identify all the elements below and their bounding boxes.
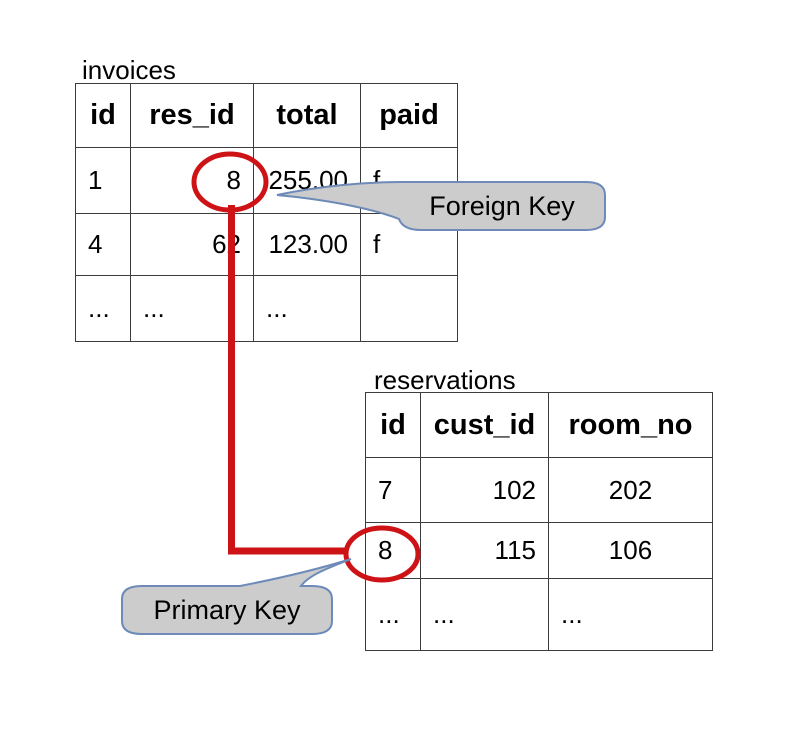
data-cell: 1 <box>75 147 131 214</box>
foreign-key-callout-label: Foreign Key <box>429 190 575 221</box>
reservations-header-row: id cust_id room_no <box>365 392 713 458</box>
data-cell: 115 <box>420 522 549 579</box>
table-row: 8 115 106 <box>365 522 713 579</box>
data-cell-primary-key: 8 <box>365 522 421 579</box>
table-row: ... ... ... <box>365 578 713 651</box>
reservations-table-title: reservations <box>374 365 516 395</box>
data-cell: ... <box>365 578 421 651</box>
primary-key-callout-label: Primary Key <box>153 594 301 625</box>
table-row: ... ... ... <box>75 275 458 342</box>
data-cell: 255.00 <box>253 147 361 214</box>
reservations-header-room-no: room_no <box>548 392 713 458</box>
data-cell: 106 <box>548 522 713 579</box>
data-cell: 7 <box>365 457 421 523</box>
invoices-table-title: invoices <box>82 55 176 85</box>
invoices-header-paid: paid <box>360 83 458 148</box>
data-cell <box>360 275 458 342</box>
reservations-header-cust-id: cust_id <box>420 392 549 458</box>
data-cell: 4 <box>75 213 131 276</box>
data-cell: 202 <box>548 457 713 523</box>
data-cell: ... <box>75 275 131 342</box>
data-cell: 62 <box>130 213 254 276</box>
data-cell: ... <box>253 275 361 342</box>
data-cell-foreign-key: 8 <box>130 147 254 214</box>
data-cell: ... <box>130 275 254 342</box>
data-cell: ... <box>548 578 713 651</box>
invoices-header-id: id <box>75 83 131 148</box>
reservations-table: id cust_id room_no 7 102 202 8 115 106 .… <box>365 392 713 651</box>
invoices-header-res-id: res_id <box>130 83 254 148</box>
reservations-header-id: id <box>365 392 421 458</box>
table-row: 7 102 202 <box>365 457 713 523</box>
data-cell: 102 <box>420 457 549 523</box>
data-cell: ... <box>420 578 549 651</box>
data-cell: 123.00 <box>253 213 361 276</box>
invoices-header-total: total <box>253 83 361 148</box>
invoices-header-row: id res_id total paid <box>75 83 458 148</box>
